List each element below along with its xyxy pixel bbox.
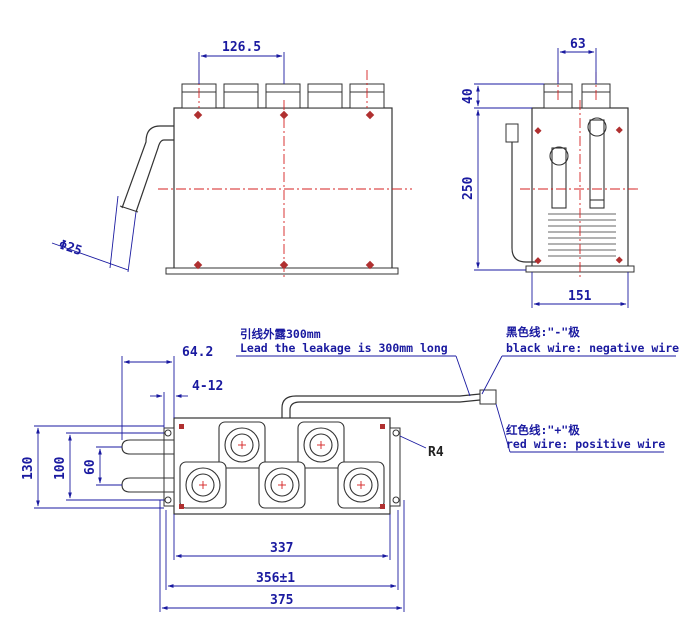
- note-black-en: black wire: negative wire: [506, 341, 679, 355]
- dim-60-label: 60: [83, 459, 98, 475]
- front-view-ports: [181, 83, 385, 109]
- dim-pitch: [198, 52, 285, 84]
- dim-100-label: 100: [53, 456, 68, 480]
- note-black-cn: 黑色线:"-"极: [506, 325, 580, 339]
- note-red-cn: 红色线:"+"极: [506, 423, 580, 437]
- side-view: 63 40 250 151: [461, 37, 640, 308]
- dim-130-label: 130: [21, 456, 36, 480]
- side-view-fins: [548, 213, 616, 257]
- side-view-connector: [505, 123, 519, 143]
- dim-337-label: 337: [270, 541, 293, 556]
- note-red-en: red wire: positive wire: [506, 437, 665, 451]
- top-view: 64.2 4-12 130 100 60 337 356±1 375 R4: [21, 345, 676, 612]
- dim-375-label: 375: [270, 593, 293, 608]
- top-view-cable: [281, 393, 481, 418]
- front-view-body: [173, 107, 393, 272]
- dim-side-width-label: 151: [568, 289, 592, 304]
- dim-diameter-label: Φ25: [57, 238, 84, 260]
- top-view-connector: [479, 389, 497, 405]
- front-view: 126.5 Φ25: [51, 40, 412, 280]
- front-view-mount-points: [193, 110, 375, 270]
- dim-356-label: 356±1: [256, 571, 295, 586]
- dim-side-top-width-label: 63: [570, 37, 586, 52]
- dim-pitch-label: 126.5: [222, 40, 261, 55]
- dim-diameter: [51, 195, 137, 273]
- dim-side-top-height-label: 40: [461, 88, 476, 104]
- front-view-base: [165, 267, 399, 275]
- dim-radius-label: R4: [428, 445, 444, 460]
- dim-side-height-label: 250: [461, 176, 476, 200]
- dim-bolt-label: 4-12: [192, 379, 223, 394]
- note-lead-en: Lead the leakage is 300mm long: [240, 341, 448, 355]
- front-view-pipe: [121, 125, 174, 209]
- dim-offset-label: 64.2: [182, 345, 213, 360]
- side-view-pipes: [549, 117, 607, 209]
- note-lead-cn: 引线外露300mm: [240, 327, 321, 341]
